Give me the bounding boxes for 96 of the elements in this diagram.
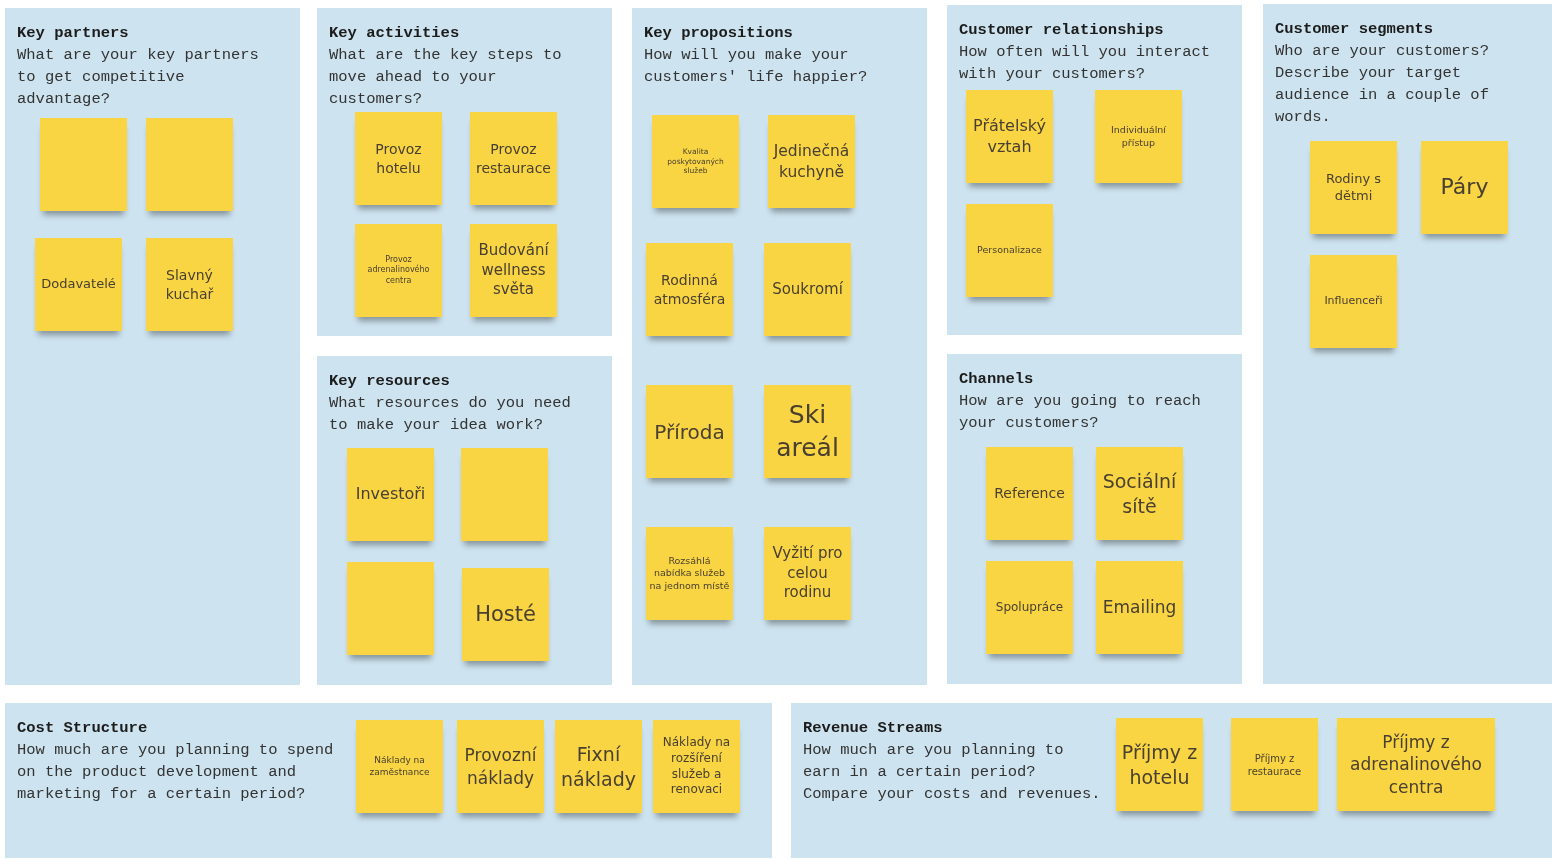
sticky-note (1096, 561, 1183, 654)
sticky-note-text: Provoz adrenalinového centra (366, 254, 431, 287)
section-heading: Customer segments (1275, 19, 1435, 40)
sticky-note-text: Ski areál (775, 399, 840, 464)
canvas-section-panel (5, 8, 300, 685)
sticky-note (355, 224, 442, 317)
sticky-note-text: Páry (1440, 173, 1489, 202)
section-question: What are your key partners to get competitive advantage? (17, 45, 259, 110)
sticky-note-text: Reference (994, 484, 1065, 503)
section-question: What are the key steps to move ahead to your customers? (329, 45, 563, 110)
sticky-note (461, 448, 548, 541)
section-question: How are you going to reach your customers? (959, 391, 1202, 434)
canvas-section-panel (632, 8, 927, 685)
sticky-note (768, 115, 855, 208)
sticky-note (1116, 718, 1203, 811)
sticky-note-text: Fixní náklady (560, 741, 637, 792)
sticky-note-text: Emailing (1102, 596, 1177, 619)
section-question: Who are your customers? Describe your target audience in a couple of words. (1275, 41, 1490, 128)
sticky-note-text: Spolupráce (995, 599, 1064, 616)
section-question: How much are you planning to spend on the product development and marketing for a certain period? (17, 740, 335, 805)
sticky-note (1310, 255, 1397, 348)
sticky-note (1421, 141, 1508, 234)
canvas-section-panel (947, 5, 1242, 335)
sticky-note-text: Příjmy z adrenalinového centra (1349, 731, 1483, 798)
sticky-note-text: Náklady na zaměstnance (368, 754, 431, 779)
section-question: How often will you interact with your customers? (959, 42, 1212, 85)
sticky-note-text: Příjmy z hotelu (1120, 739, 1199, 790)
sticky-note-text: Investoři (355, 484, 426, 505)
sticky-note (966, 90, 1053, 183)
sticky-note (347, 448, 434, 541)
sticky-note-text: Soukromí (772, 279, 843, 300)
sticky-note (1310, 141, 1397, 234)
canvas-section-panel (1263, 4, 1552, 684)
canvas-section-panel (947, 354, 1242, 684)
canvas-section-panel (5, 703, 772, 858)
section-heading: Key partners (17, 23, 130, 44)
sticky-note-text: Rodinná atmosféra (652, 271, 727, 308)
sticky-note (347, 562, 434, 655)
sticky-note-text: Dodavatelé (41, 276, 116, 293)
section-heading: Key activities (329, 23, 461, 44)
sticky-note (555, 720, 642, 813)
sticky-note-text: Individuální přístup (1110, 124, 1167, 149)
sticky-note (355, 112, 442, 205)
sticky-note-text: Influenceři (1324, 294, 1383, 309)
sticky-note-text: Vyžití pro celou rodinu (771, 544, 844, 603)
sticky-note (1231, 718, 1318, 811)
sticky-note-text: Příroda (654, 418, 725, 445)
sticky-note-text: Provozní náklady (463, 744, 538, 789)
sticky-note (986, 447, 1073, 540)
sticky-note (146, 118, 233, 211)
sticky-note-text: Sociální sítě (1101, 468, 1178, 519)
sticky-note (986, 561, 1073, 654)
sticky-note (764, 243, 851, 336)
canvas-section-panel (317, 356, 612, 685)
sticky-note-text: Příjmy z restaurace (1246, 751, 1303, 778)
sticky-note-text: Provoz restaurace (475, 140, 552, 177)
section-heading: Cost Structure (17, 718, 149, 739)
sticky-note (1096, 447, 1183, 540)
sticky-note (1337, 718, 1495, 811)
section-heading: Key resources (329, 371, 451, 392)
sticky-note-text: Provoz hotelu (374, 140, 423, 177)
sticky-note (764, 385, 851, 478)
canvas-section-panel (317, 8, 612, 336)
sticky-note (470, 224, 557, 317)
sticky-note (646, 385, 733, 478)
section-heading: Revenue Streams (803, 718, 944, 739)
section-question: How much are you planning to earn in a certain period? Compare your costs and revenues. (803, 740, 1101, 805)
section-heading: Channels (959, 369, 1035, 390)
sticky-note-text: Rozsáhlá nabídka služeb na jednom místě (649, 555, 730, 592)
sticky-note (462, 568, 549, 661)
sticky-note-text: Přátelský vztah (972, 115, 1047, 158)
sticky-note (764, 527, 851, 620)
sticky-note (470, 112, 557, 205)
sticky-note (652, 115, 739, 208)
sticky-note (457, 720, 544, 813)
sticky-note (1095, 90, 1182, 183)
sticky-note (646, 527, 733, 620)
sticky-note (966, 204, 1053, 297)
sticky-note (646, 243, 733, 336)
sticky-note (356, 720, 443, 813)
canvas-section-panel (791, 703, 1552, 858)
section-heading: Customer relationships (959, 20, 1165, 41)
sticky-note-text: Náklady na rozšíření služeb a renovaci (661, 735, 732, 798)
section-question: What resources do you need to make your idea work? (329, 393, 572, 436)
sticky-note-text: Personalizace (977, 244, 1042, 257)
sticky-note-text: Hosté (475, 600, 536, 628)
sticky-note (35, 238, 122, 331)
sticky-note (40, 118, 127, 211)
sticky-note-text: Jedinečná kuchyně (772, 141, 851, 182)
section-heading: Key propositions (644, 23, 794, 44)
sticky-note-text: Rodiny s dětmi (1324, 170, 1383, 205)
sticky-note-text: Slavný kuchař (164, 266, 215, 303)
section-question: How will you make your customers' life happier? (644, 45, 869, 88)
sticky-note-text: Budování wellness světa (477, 241, 550, 300)
sticky-note (653, 720, 740, 813)
sticky-note (146, 238, 233, 331)
